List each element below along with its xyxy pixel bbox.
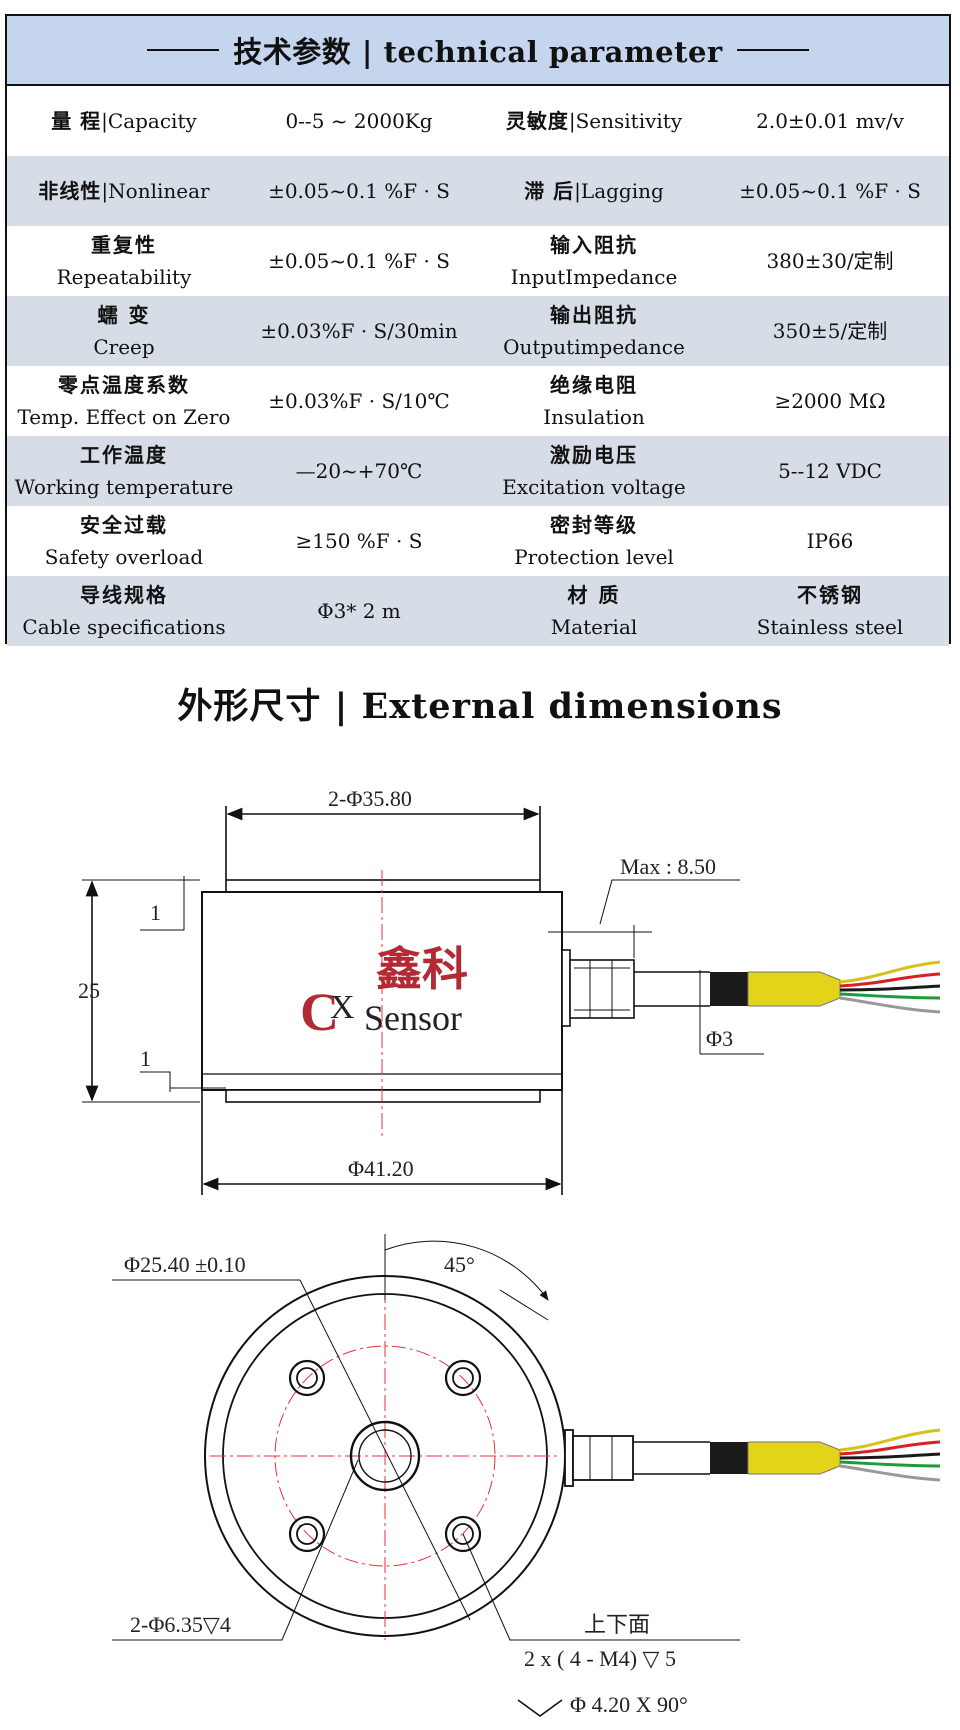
param-name: 量 程|Capacity [51,109,197,133]
height-label: 25 [78,978,100,1003]
step-top-label: 1 [150,900,161,925]
param-value: ±0.05~0.1 %F · S [268,249,450,273]
bottom-flange [225,1089,541,1103]
param-value: 0--5 ~ 2000Kg [285,109,433,133]
param-value: 380±30/定制 [766,249,894,273]
sensor-body [201,891,563,1091]
param-value: Φ3* 2 m [317,599,401,623]
top-view [112,1234,740,1717]
spec-table-header: 技术参数 | technical parameter [7,16,949,86]
svg-text:X: X [330,989,355,1026]
pcd-label: Φ25.40 ±0.10 [124,1252,246,1277]
top-view-labels: Φ25.40 ±0.10 45° 2-Φ6.35▽4 上下面 2 x ( 4 -… [124,1252,688,1717]
param-value: 350±5/定制 [772,319,888,343]
param-value: ≥150 %F · S [295,529,423,553]
angle-label: 45° [444,1252,475,1277]
mount-holes [288,1359,482,1553]
param-value: 5--12 VDC [778,459,882,483]
body-diameter-label: Φ41.20 [348,1156,414,1181]
thread-label: 2 x ( 4 - M4) ▽ 5 [524,1646,676,1671]
param-value: 2.0±0.01 mv/v [756,109,904,133]
param-name: 滞 后|Lagging [524,179,664,203]
spec-table: 技术参数 | technical parameter 量 程|Capacity 0… [5,14,951,646]
top-flange [225,879,541,893]
side-cable [710,960,941,1014]
svg-text:Sensor: Sensor [364,998,462,1038]
side-view-labels: 2-Φ35.80 Max : 8.50 25 1 1 Φ3 Φ41.20 [78,786,733,1181]
param-value: IP66 [806,529,854,553]
brand-logo: C X 鑫科 Sensor [300,944,468,1042]
step-bottom-label: 1 [140,1046,151,1071]
param-value: —20~+70℃ [295,459,423,483]
param-value: ±0.05~0.1 %F · S [268,179,450,203]
holes-label: 2-Φ6.35▽4 [130,1612,231,1637]
spec-rows: 量 程|Capacity 0--5 ~ 2000Kg 灵敏度|Sensitivity… [7,86,949,646]
param-value: ±0.03%F · S/30min [260,319,458,343]
pcd-circle [274,1345,496,1567]
chamfer-label: Φ 4.20 X 90° [570,1692,688,1717]
header-rule-right [736,49,809,51]
max-label: Max : 8.50 [620,854,716,879]
inner-circle [222,1293,548,1619]
svg-text:C: C [300,982,339,1042]
side-view [82,806,764,1195]
svg-text:鑫科: 鑫科 [376,944,468,995]
cable-dia-label: Φ3 [706,1026,733,1051]
spec-row: 非线性|Nonlinear ±0.05~0.1 %F · S 滞 后|Lagging… [7,156,949,226]
external-dimensions-title: 外形尺寸 | External dimensions [177,686,783,727]
spec-table-title: 技术参数 | technical parameter [233,35,723,69]
param-value: ±0.05~0.1 %F · S [739,179,921,203]
param-value: ≥2000 MΩ [774,389,886,413]
param-value: ±0.03%F · S/10℃ [268,389,450,413]
param-name: 非线性|Nonlinear [38,179,210,203]
outer-circle [204,1275,566,1637]
spec-row: 量 程|Capacity 0--5 ~ 2000Kg 灵敏度|Sensitivity… [7,86,949,156]
surface-note-label: 上下面 [584,1612,650,1637]
top-cable [710,1428,941,1482]
top-diameter-label: 2-Φ35.80 [328,786,412,811]
header-rule-left [147,49,220,51]
param-name: 灵敏度|Sensitivity [505,109,683,133]
